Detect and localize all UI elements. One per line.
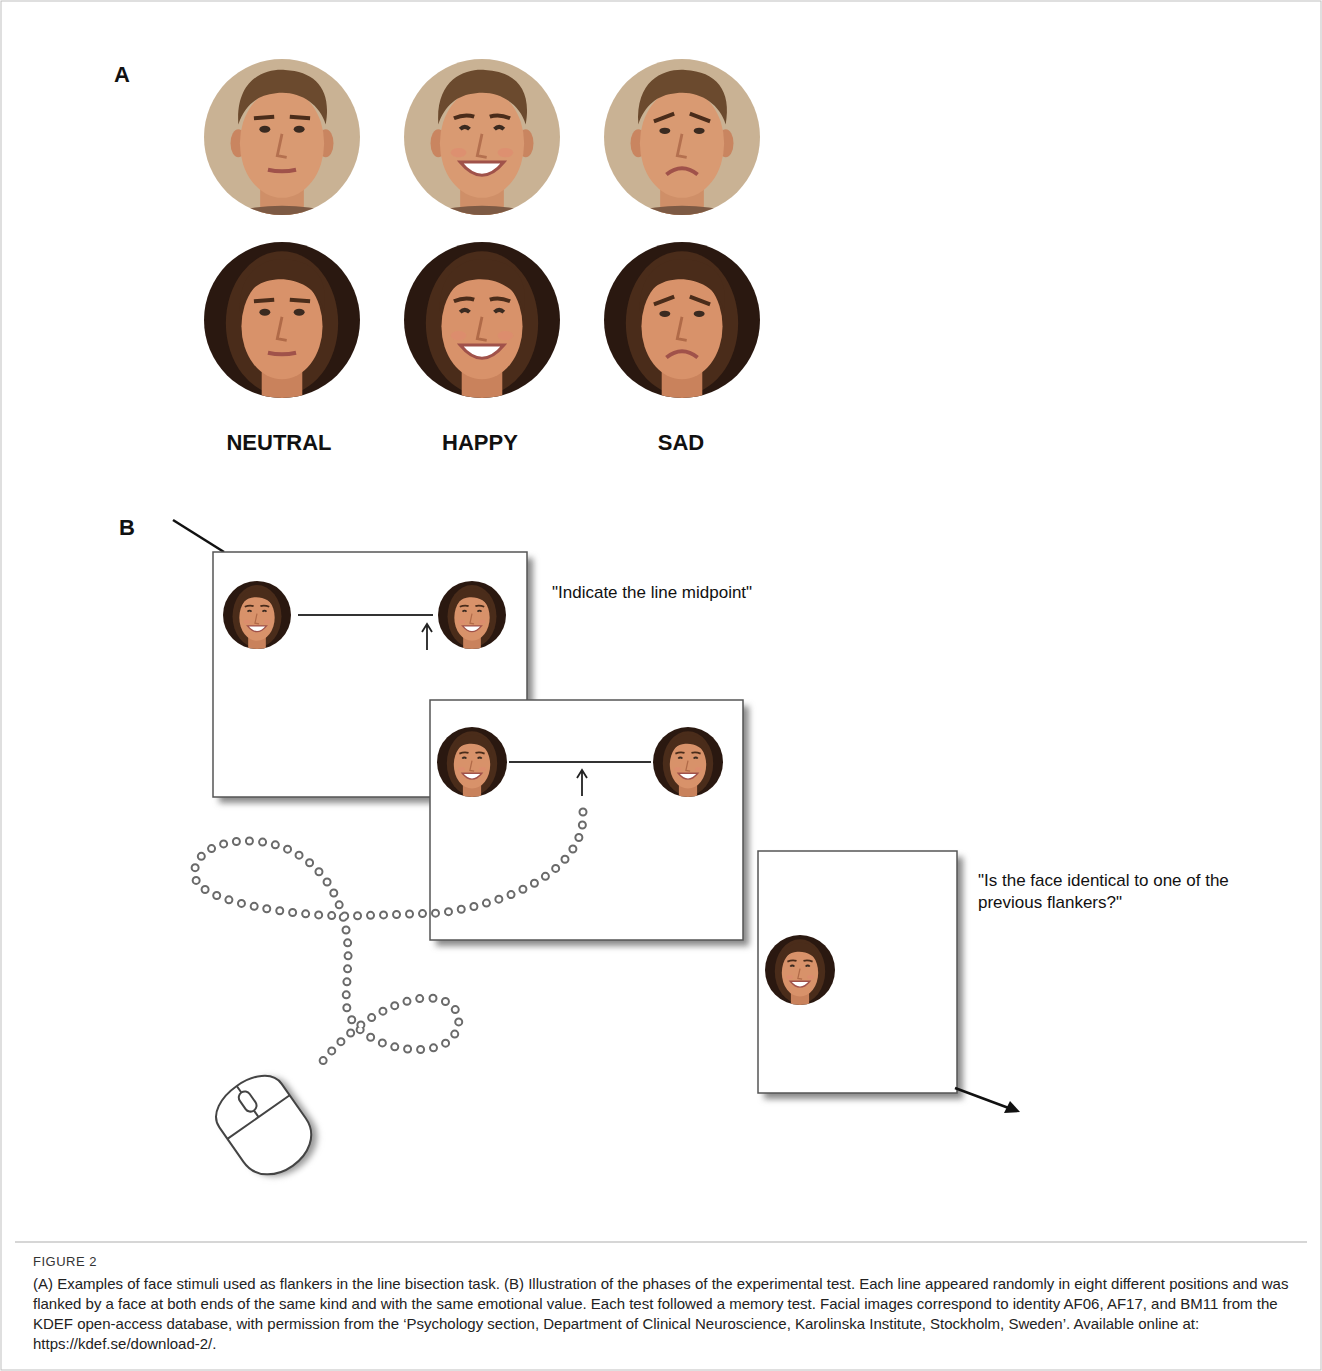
face-photo [604, 242, 760, 410]
face-flanker [223, 581, 291, 654]
emotion-label: NEUTRAL [179, 430, 379, 456]
screen [758, 851, 957, 1093]
bisection-line [509, 761, 651, 763]
panel-letter: A [114, 62, 130, 88]
emotion-label: HAPPY [380, 430, 580, 456]
face-photo [404, 242, 560, 410]
instruction-text: "Is the face identical to one of the pre… [978, 870, 1240, 914]
panel-letter: B [119, 515, 135, 541]
face-flanker [653, 727, 723, 803]
face-photo [204, 242, 360, 410]
pointer-line [955, 1088, 1014, 1110]
caption-rule [15, 1241, 1307, 1243]
face-flanker [438, 581, 506, 654]
computer-mouse [206, 1062, 330, 1192]
face-photo [204, 59, 360, 256]
pointer-line [173, 520, 224, 552]
cursor-arrow [422, 624, 432, 650]
mouse-trail [195, 812, 584, 1062]
figure-number: FIGURE 2 [33, 1254, 97, 1269]
face-flanker [437, 727, 507, 803]
face-photo [604, 59, 760, 256]
face-probe [765, 935, 835, 1011]
emotion-label: SAD [581, 430, 781, 456]
face-photo [404, 59, 560, 256]
instruction-text: "Indicate the line midpoint" [552, 582, 852, 604]
pointer-arrowhead [1004, 1101, 1020, 1113]
bisection-line [298, 614, 433, 616]
figure-caption: (A) Examples of face stimuli used as fla… [33, 1274, 1295, 1354]
cursor-arrow [577, 770, 587, 796]
